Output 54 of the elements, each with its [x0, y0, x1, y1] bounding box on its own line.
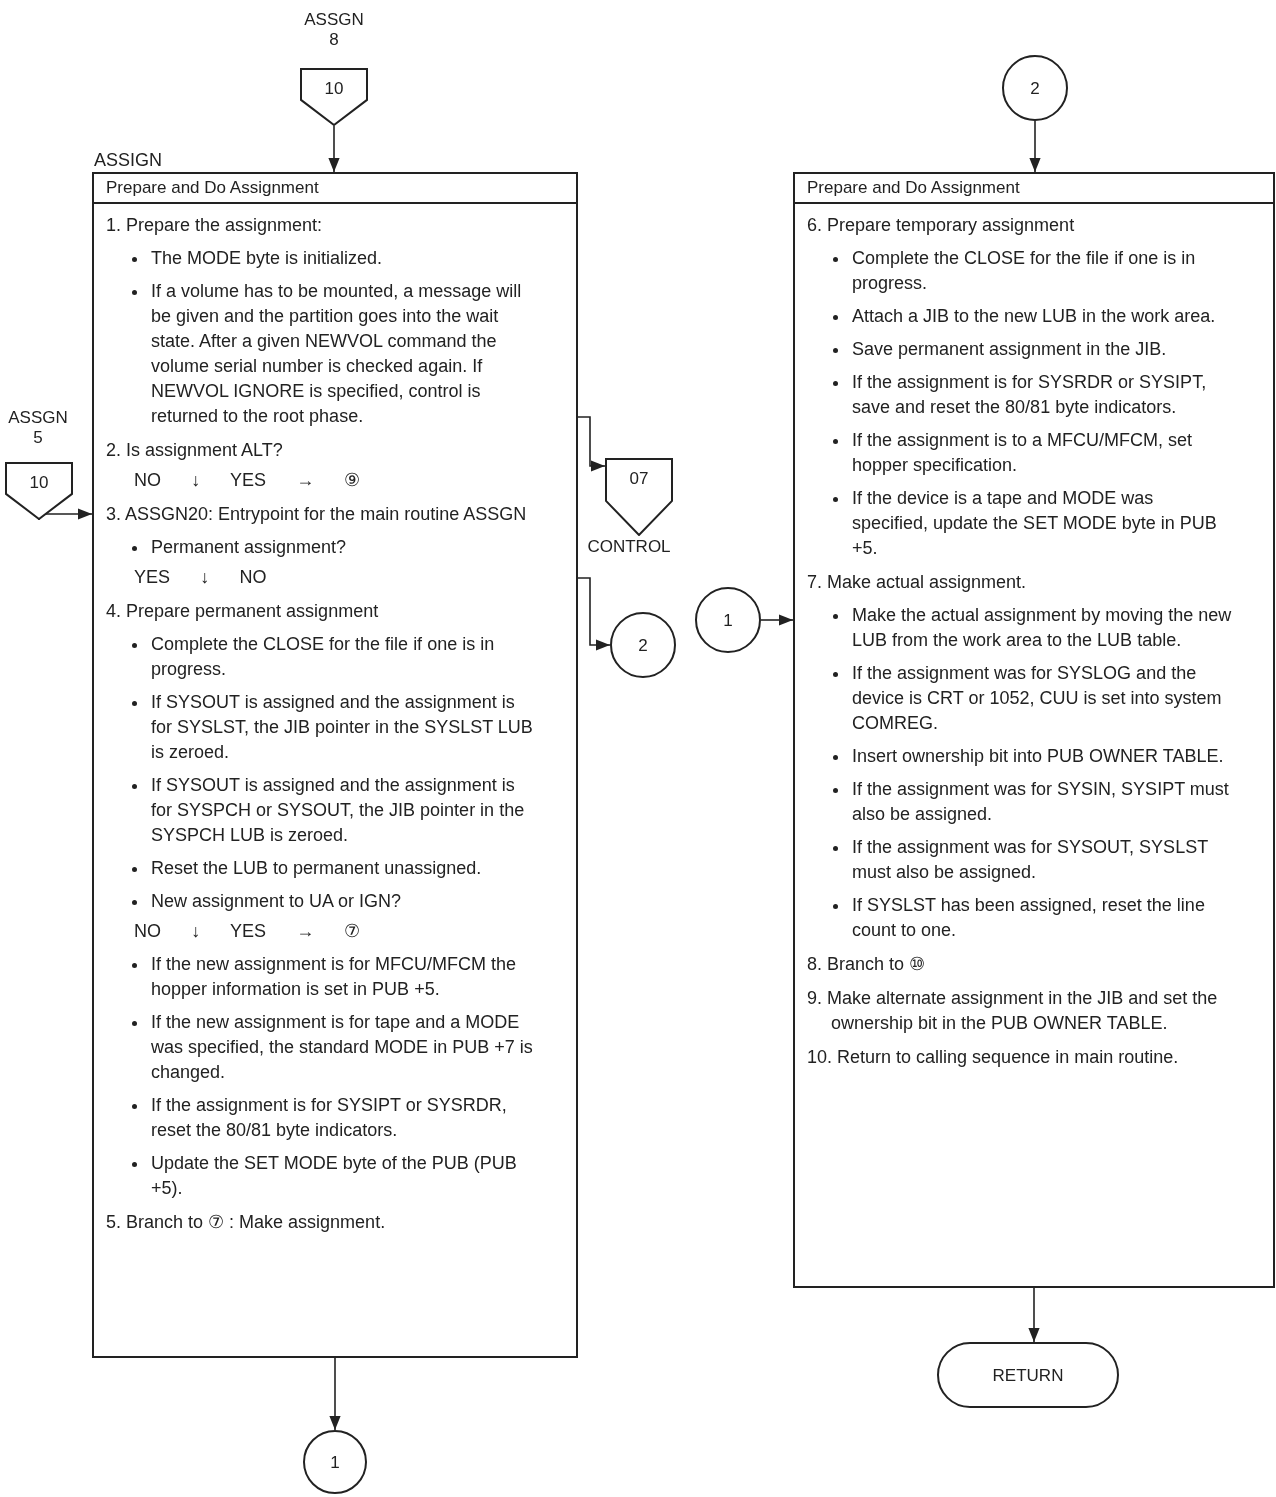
- bullet-text: If SYSLST has been assigned, reset the line count to one.: [852, 894, 1206, 942]
- step-text: 4. Prepare permanent assignment: [106, 601, 379, 621]
- connector-caption: ASSGN 5: [8, 408, 68, 447]
- connector-arrow: [1028, 1287, 1040, 1343]
- connector-arrow: [577, 416, 606, 472]
- box-header: Prepare and Do Assignment: [795, 174, 1273, 204]
- choice-text: NO ↓ YES → ⑨: [134, 470, 361, 490]
- process-box: [793, 172, 1275, 1288]
- bullet-text: If the new assignment is for tape and a MODE was specified, the standard MODE in PUB +7 is changed.: [151, 1011, 534, 1084]
- bullet-text: Update the SET MODE byte of the PUB (PUB +5).: [151, 1152, 518, 1200]
- connector-arrow: [577, 577, 611, 651]
- connector-arrow: [760, 614, 794, 626]
- bullet-text: Reset the LUB to permanent unassigned.: [151, 857, 482, 880]
- offpage-connector: 10: [5, 462, 73, 520]
- bullet-text: If the assignment was for SYSOUT, SYSLST must also be assigned.: [852, 836, 1209, 884]
- step-text: 8. Branch to ⑩: [807, 954, 926, 974]
- bullet-text: If SYSOUT is assigned and the assignment is for SYSLST, the JIB pointer in the SYSLST LUB is zeroed.: [151, 691, 534, 764]
- choice-text: YES ↓ NO: [134, 567, 267, 587]
- offpage-connector: 07: [605, 458, 673, 536]
- bullet-text: The MODE byte is initialized.: [151, 247, 383, 270]
- step-text: 5. Branch to ⑦ : Make assignment.: [106, 1212, 386, 1232]
- bullet-text: If the assignment is for SYSIPT or SYSRDR, reset the 80/81 byte indicators.: [151, 1094, 508, 1142]
- box-header: Prepare and Do Assignment: [94, 174, 576, 204]
- bullet-text: Attach a JIB to the new LUB in the work area.: [852, 305, 1216, 328]
- bullet-text: New assignment to UA or IGN?: [151, 890, 402, 913]
- connector-arrow: [328, 125, 340, 173]
- bullet-text: If the assignment is for SYSRDR or SYSIPT, save and reset the 80/81 byte indicators.: [852, 371, 1208, 419]
- routine-name: ASSIGN: [94, 150, 163, 170]
- bullet-text: If the assignment was for SYSLOG and the device is CRT or 1052, CUU is set into system COMREG.: [852, 662, 1223, 735]
- choice-text: NO ↓ YES → ⑦: [134, 921, 361, 941]
- connector-arrow: [329, 1357, 341, 1431]
- step-text: 1. Prepare the assignment:: [106, 215, 323, 235]
- bullet-text: Make the actual assignment by moving the new LUB from the work area to the LUB table.: [852, 604, 1233, 652]
- bullet-text: If the new assignment is for MFCU/MFCM the hopper information is set in PUB +5.: [151, 953, 518, 1001]
- step-text: 3. ASSGN20: Entrypoint for the main routine ASSGN: [106, 504, 527, 524]
- bullet-text: If a volume has to be mounted, a message will be given and the partition goes into the wait state. After a given NEWVOL command the volume serial number is checked again. If NEWVOL IGNORE is specified, control is returned to the root phase.: [151, 280, 523, 428]
- bullet-text: If the assignment is to a MFCU/MFCM, set hopper specification.: [852, 429, 1194, 477]
- bullet-text: Permanent assignment?: [151, 536, 347, 559]
- bullet-text: If the device is a tape and MODE was specified, update the SET MODE byte in PUB +5.: [852, 487, 1218, 560]
- bullet-text: Complete the CLOSE for the file if one is in progress.: [151, 633, 496, 681]
- bullet-text: If the assignment was for SYSIN, SYSIPT must also be assigned.: [852, 778, 1230, 826]
- bullet-text: Insert ownership bit into PUB OWNER TABLE.: [852, 745, 1224, 768]
- bullet-text: Complete the CLOSE for the file if one is in progress.: [852, 247, 1197, 295]
- connector-arrow: [1029, 120, 1041, 173]
- step-text: 2. Is assignment ALT?: [106, 440, 283, 460]
- step-text: 9. Make alternate assignment in the JIB and set the ownership bit in the PUB OWNER TABLE.: [807, 988, 1218, 1033]
- bullet-text: If SYSOUT is assigned and the assignment is for SYSPCH or SYSOUT, the JIB pointer in the SYSPCH LUB is zeroed.: [151, 774, 526, 847]
- step-text: 7. Make actual assignment.: [807, 572, 1027, 592]
- connector-caption: ASSGN 8: [304, 10, 364, 49]
- step-text: 6. Prepare temporary assignment: [807, 215, 1075, 235]
- offpage-connector: 10: [300, 68, 368, 126]
- step-text: 10. Return to calling sequence in main routine.: [807, 1047, 1179, 1067]
- connector-caption: CONTROL: [587, 537, 671, 556]
- bullet-text: Save permanent assignment in the JIB.: [852, 338, 1167, 361]
